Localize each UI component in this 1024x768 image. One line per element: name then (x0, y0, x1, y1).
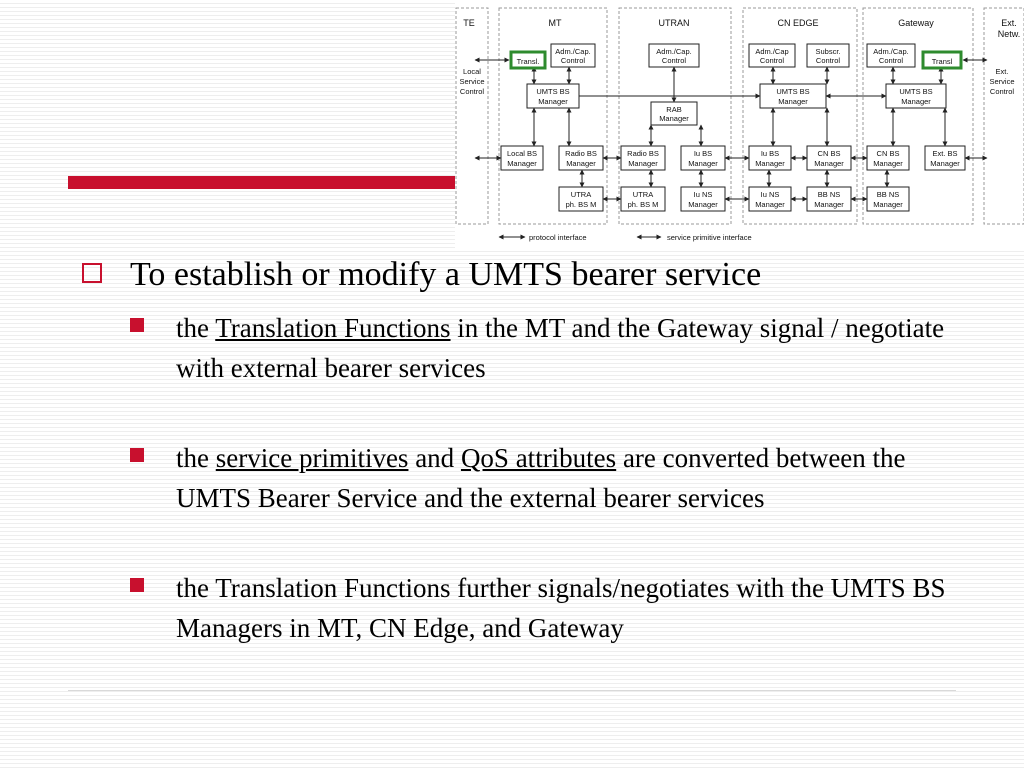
cn-umts-bs-line2: Manager (778, 97, 808, 106)
mt-transl-label: Transl. (517, 57, 540, 66)
utran-iu-ns-line2: Manager (688, 200, 718, 209)
cn-iu-ns-line1: Iu NS (761, 190, 780, 199)
sub-bullet-2-pre: the (176, 443, 216, 473)
utran-iu-ns-line1: Iu NS (694, 190, 713, 199)
column-title-cn-edge: CN EDGE (777, 18, 818, 28)
translation-functions-term: Translation Functions (215, 313, 451, 343)
utran-rab-line2: Manager (659, 114, 689, 123)
legend-service-primitive-interface: service primitive interface (667, 233, 752, 242)
gw-cn-bs-line2: Manager (873, 159, 903, 168)
column-title-utran: UTRAN (659, 18, 690, 28)
utran-adm-cap-line1: Adm./Cap. (656, 47, 691, 56)
utran-utra-ph-line1: UTRA (633, 190, 653, 199)
sub-bullet-1: the Translation Functions in the MT and … (176, 308, 966, 388)
gateway-translation-function-highlight (921, 50, 963, 70)
mt-radio-bs-line2: Manager (566, 159, 596, 168)
sub-bullet-2-post: are converted between the UMTS Bearer Se… (176, 443, 906, 513)
column-title-ext-netw-line2: Netw. (998, 29, 1021, 39)
cn-adm-cap-line1: Adm./Cap (755, 47, 788, 56)
local-service-control-line1: Local (463, 67, 481, 76)
gw-cn-bs-line1: CN BS (877, 149, 900, 158)
ext-service-control-line2: Service (989, 77, 1014, 86)
footer-divider (68, 690, 956, 691)
mt-adm-cap-line1: Adm./Cap. (555, 47, 590, 56)
mt-adm-cap-line2: Control (561, 56, 586, 65)
sub-bullet-2: the service primitives and QoS attribute… (176, 438, 966, 518)
mt-local-bs-line1: Local BS (507, 149, 537, 158)
sub-bullet-1-post: in the MT and the Gateway signal / negot… (176, 313, 945, 383)
gw-ext-bs-line1: Ext. BS (932, 149, 957, 158)
column-title-te: TE (463, 18, 475, 28)
sub-bullet-1-pre: the (176, 313, 216, 343)
cn-iu-bs-line1: Iu BS (761, 149, 779, 158)
legend-protocol-interface: protocol interface (529, 233, 587, 242)
cn-iu-bs-line2: Manager (755, 159, 785, 168)
cn-umts-bs-line1: UMTS BS (776, 87, 809, 96)
cn-subscr-line1: Subscr. (815, 47, 840, 56)
local-service-control-line2: Service (459, 77, 484, 86)
gw-bb-ns-line2: Manager (873, 200, 903, 209)
local-service-control-line3: Control (460, 87, 485, 96)
gw-umts-bs-line2: Manager (901, 97, 931, 106)
cn-subscr-line2: Control (816, 56, 841, 65)
umts-qos-architecture-diagram: TE MT UTRAN CN EDGE Gateway Ext. Netw. L… (455, 0, 1024, 250)
gw-adm-cap-line1: Adm./Cap. (873, 47, 908, 56)
mt-radio-bs-line1: Radio BS (565, 149, 597, 158)
utran-iu-bs-line2: Manager (688, 159, 718, 168)
mt-local-bs-line2: Manager (507, 159, 537, 168)
sub-bullet-2-mid: and (408, 443, 461, 473)
bullet-1-text: To establish or modify a UMTS bearer ser… (130, 256, 762, 293)
gw-transl-label: Transl (932, 57, 953, 66)
utran-utra-ph-line2: ph. BS M (628, 200, 659, 209)
sub-bullet-3: the Translation Functions further signal… (176, 573, 946, 643)
mt-umts-bs-line1: UMTS BS (536, 87, 569, 96)
mt-umts-bs-line2: Manager (538, 97, 568, 106)
cn-cn-bs-line1: CN BS (818, 149, 841, 158)
gw-umts-bs-line1: UMTS BS (899, 87, 932, 96)
utran-radio-bs-line1: Radio BS (627, 149, 659, 158)
gw-ext-bs-line2: Manager (930, 159, 960, 168)
utran-rab-line1: RAB (666, 105, 681, 114)
cn-cn-bs-line2: Manager (814, 159, 844, 168)
utran-iu-bs-line1: Iu BS (694, 149, 712, 158)
architecture-svg: TE MT UTRAN CN EDGE Gateway Ext. Netw. L… (455, 7, 1024, 242)
mt-utra-ph-line2: ph. BS M (566, 200, 597, 209)
mt-translation-function-highlight (509, 50, 547, 70)
interface-lines (474, 57, 988, 202)
column-title-mt: MT (549, 18, 562, 28)
ext-service-control-line1: Ext. (996, 67, 1009, 76)
utran-radio-bs-line2: Manager (628, 159, 658, 168)
filled-square-bullet-icon (130, 448, 144, 462)
column-title-gateway: Gateway (898, 18, 934, 28)
qos-attributes-term: QoS attributes (460, 443, 617, 473)
hollow-square-bullet-icon (82, 263, 102, 283)
gw-adm-cap-line2: Control (879, 56, 904, 65)
column-title-ext-netw-line1: Ext. (1001, 18, 1017, 28)
cn-bb-ns-line2: Manager (814, 200, 844, 209)
cn-bb-ns-line1: BB NS (818, 190, 841, 199)
utran-adm-cap-line2: Control (662, 56, 687, 65)
component-boxes (500, 43, 966, 212)
mt-utra-ph-line1: UTRA (571, 190, 591, 199)
filled-square-bullet-icon (130, 318, 144, 332)
column-frames (455, 7, 1024, 225)
cn-iu-ns-line2: Manager (755, 200, 785, 209)
ext-service-control-line3: Control (990, 87, 1015, 96)
gw-bb-ns-line1: BB NS (877, 190, 900, 199)
title-accent-bar (68, 176, 468, 189)
filled-square-bullet-icon (130, 578, 144, 592)
service-primitives-term: service primitives (215, 443, 409, 473)
cn-adm-cap-line2: Control (760, 56, 785, 65)
